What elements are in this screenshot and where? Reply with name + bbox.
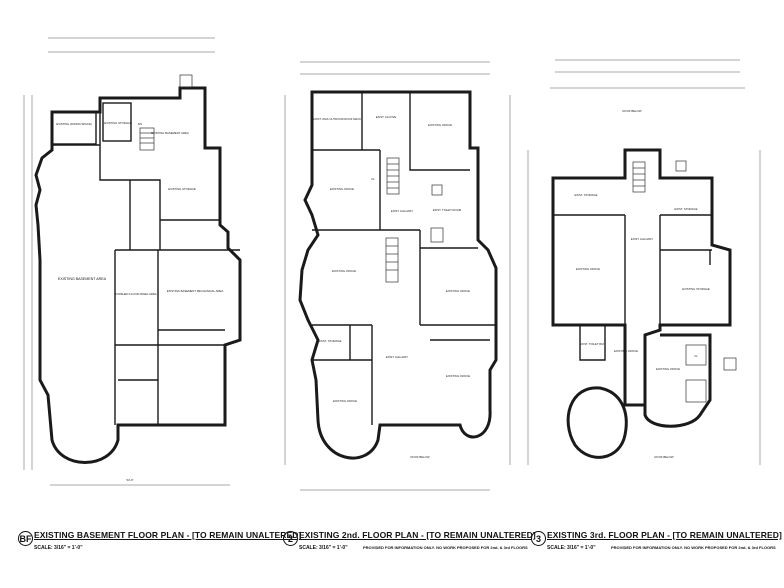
room-label: EXIST. STORAGE — [575, 193, 598, 197]
room-label: EXISTING BASEMENT AREA — [58, 277, 107, 281]
plan-scale: SCALE: 3/16" = 1'-0" — [34, 545, 83, 551]
room-label: ROOF BELOW — [655, 455, 674, 459]
room-label: ROOF BELOW — [623, 109, 642, 113]
plan-title: EXISTING 3rd. FLOOR PLAN - [TO REMAIN UN… — [547, 530, 782, 540]
plan-marker: 2 — [283, 531, 298, 546]
plan-scale: SCALE: 3/16" = 1'-0" — [547, 545, 596, 551]
basement-floor-plan: 54'-9" EXISTING (DINING SPACE) EXISTING … — [23, 37, 242, 486]
plan-note: PROVIDED FOR INFORMATION ONLY. NO WORK P… — [611, 545, 776, 550]
third-floor-plan: ROOF BELOW EXIST. STORAGE EXIST. STORAGE… — [527, 59, 761, 465]
plan-note: PROVIDED FOR INFORMATION ONLY. NO WORK P… — [363, 545, 528, 550]
room-label: EXIST. TOILET RM. — [580, 342, 605, 346]
room-label: EXISTING STORAGE — [682, 287, 710, 291]
room-label: EXISTING OFFICE — [333, 399, 357, 403]
room-label: EXIST. WAS OUTDOOR ROOF DECK — [313, 117, 361, 121]
room-label: ROOF BELOW — [411, 455, 430, 459]
room-label: EXIST. ALCOVE — [376, 115, 397, 119]
plan-title: EXISTING 2nd. FLOOR PLAN - [TO REMAIN UN… — [299, 530, 536, 540]
second-floor-plan: EXIST. WAS OUTDOOR ROOF DECK EXIST. ALCO… — [284, 61, 511, 491]
room-label: EXISTING OFFICE — [576, 267, 600, 271]
room-label: FINISHED FLOOR PANEL AREA — [115, 292, 156, 296]
overall-dimension: 54'-9" — [126, 478, 133, 482]
plan-marker: 3 — [531, 531, 546, 546]
room-label: EXIST. HALLWAY — [391, 209, 413, 213]
room-label: EXIST. TOILET ROOM — [433, 208, 462, 212]
room-label: EXISTING OFFICE — [446, 374, 470, 378]
second-floor-title-block: 2 EXISTING 2nd. FLOOR PLAN - [TO REMAIN … — [283, 527, 536, 557]
room-label: EXISTING OFFICE — [656, 367, 680, 371]
room-label: EXISTING OFFICE — [428, 123, 452, 127]
basement-title-block: BF EXISTING BASEMENT FLOOR PLAN - [TO RE… — [18, 527, 301, 557]
room-label: EXIST. HALLWAY — [386, 355, 408, 359]
room-label: EXISTING BASEMENT MECHANICAL AREA — [167, 289, 224, 293]
room-label: EXISTING (DINING SPACE) — [56, 122, 92, 126]
room-label: EXISTING STORAGE — [168, 187, 196, 191]
room-label: EXIST. STORAGE — [675, 207, 698, 211]
room-label: EXIST. HALLWAY — [631, 237, 653, 241]
third-floor-title-block: 3 EXISTING 3rd. FLOOR PLAN - [TO REMAIN … — [531, 527, 782, 557]
room-label: DN — [138, 122, 142, 126]
room-label: EXISTING OFFICE — [332, 269, 356, 273]
room-label: EXISTING OFFICE — [446, 289, 470, 293]
room-label: EXISTING BASEMENT AREA — [151, 131, 189, 135]
plan-title: EXISTING BASEMENT FLOOR PLAN - [TO REMAI… — [34, 530, 302, 540]
plan-scale: SCALE: 3/16" = 1'-0" — [299, 545, 348, 551]
plan-marker: BF — [18, 531, 33, 546]
room-label: EXISTING STORAGE — [104, 121, 132, 125]
room-label: EXIST. STORAGE — [319, 339, 342, 343]
closet-label: CL — [371, 177, 375, 181]
room-label: EXISTING OFFICE — [614, 349, 638, 353]
closet-label: CL — [694, 354, 698, 358]
room-label: EXISTING OFFICE — [330, 187, 354, 191]
